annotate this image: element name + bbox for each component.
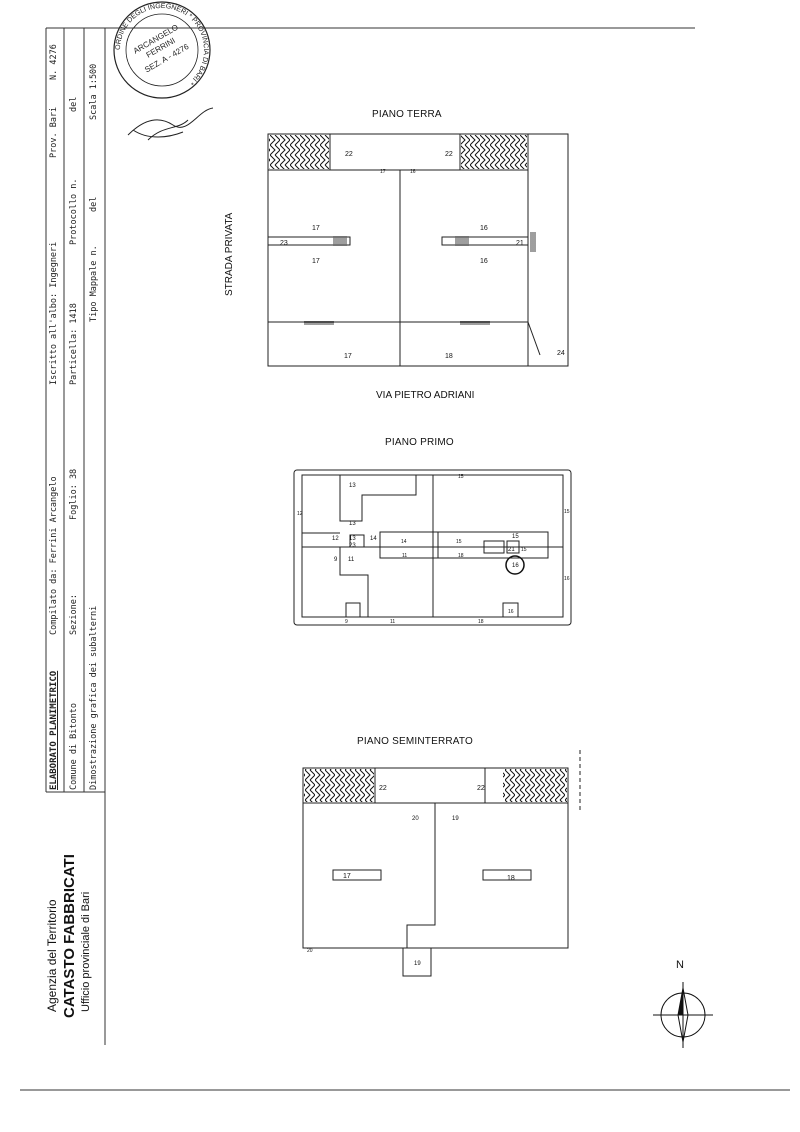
ground-label-17a: 17 [380, 169, 386, 175]
first-label-18b: 18 [478, 619, 484, 625]
first-label-13c: 13 [349, 536, 356, 542]
ground-label-16a: 16 [410, 169, 416, 175]
ground-label-16b: 16 [480, 225, 488, 232]
ground-label-22b: 22 [445, 151, 453, 158]
basement-label-20: 20 [412, 816, 419, 822]
first-floor-plan: 13 12 13 15 15 13 12 14 14 15 15 23 21 1… [293, 469, 572, 626]
signature [127, 107, 214, 141]
basement-label-18: 18 [507, 875, 515, 882]
first-label-9a: 9 [334, 557, 338, 563]
ground-label-17c: 17 [312, 258, 320, 265]
ground-label-17d: 17 [344, 353, 352, 360]
first-label-12a: 12 [297, 511, 303, 517]
first-label-16b: 16 [508, 609, 514, 615]
basement-label-22b: 22 [477, 785, 485, 792]
basement-label-20b: 20 [307, 948, 313, 954]
first-label-16c: 16 [564, 576, 570, 582]
ground-label-18: 18 [445, 353, 453, 360]
ground-label-21: 21 [516, 240, 524, 247]
basement-label-22a: 22 [379, 785, 387, 792]
first-label-13b: 13 [349, 521, 356, 527]
basement-label-17: 17 [343, 873, 351, 880]
ground-label-17b: 17 [312, 225, 320, 232]
first-label-14b: 14 [401, 539, 407, 545]
ground-label-16c: 16 [480, 258, 488, 265]
first-label-11a: 11 [402, 553, 407, 559]
first-label-21: 21 [508, 547, 515, 553]
basement-plan: 22 22 20 19 17 18 19 20 [302, 750, 581, 977]
first-label-11c: 11 [390, 619, 395, 625]
ground-floor-plan: 22 22 17 17 17 16 16 16 23 21 17 18 24 [267, 133, 569, 367]
ground-label-23: 23 [280, 240, 288, 247]
first-label-15c: 15 [456, 539, 462, 545]
engineer-stamp: ARCANGELO FERRINI SEZ. A - 4276 ORDINE D… [113, 1, 211, 99]
basement-label-19: 19 [452, 816, 459, 822]
ground-label-24: 24 [557, 350, 565, 357]
first-label-14a: 14 [370, 536, 377, 542]
first-label-16a: 16 [512, 563, 519, 569]
first-label-15e: 15 [521, 547, 527, 553]
first-label-15d: 15 [512, 534, 519, 540]
unit-16-circle-marker [505, 555, 525, 575]
ground-floor-title: PIANO TERRA [372, 109, 442, 120]
first-label-9b: 9 [345, 619, 348, 625]
first-label-11b: 11 [348, 557, 355, 563]
first-label-15a: 15 [458, 474, 464, 480]
first-label-23: 23 [349, 543, 356, 549]
strada-privata-label: STRADA PRIVATA [224, 212, 235, 296]
basement-label-19b: 19 [414, 961, 421, 967]
basement-title: PIANO SEMINTERRATO [357, 736, 474, 747]
first-label-13a: 13 [349, 483, 356, 489]
first-label-12b: 12 [332, 536, 339, 542]
north-label: N [676, 959, 684, 971]
first-floor-title: PIANO PRIMO [385, 437, 454, 448]
north-arrow-icon [653, 982, 713, 1048]
ground-label-22a: 22 [345, 151, 353, 158]
via-pietro-adriani-label: VIA PIETRO ADRIANI [376, 390, 475, 401]
first-label-18a: 18 [458, 553, 464, 559]
first-label-15b: 15 [564, 509, 570, 515]
